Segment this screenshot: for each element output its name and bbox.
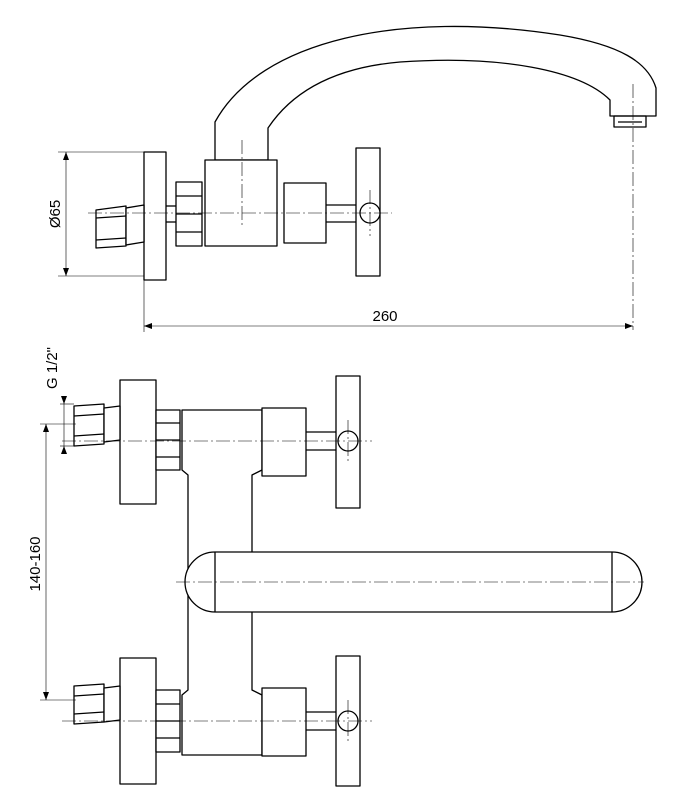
- side-view: Ø65 260: [47, 25, 657, 332]
- thread-label: G 1/2": [44, 347, 61, 389]
- length-label: 260: [372, 308, 397, 325]
- centers-label: 140-160: [27, 536, 44, 591]
- side-connector: [95, 205, 127, 249]
- side-valve-body: [204, 159, 278, 247]
- side-wall-flange: [143, 151, 167, 281]
- diameter-label: Ø65: [47, 200, 64, 228]
- side-spout-outlet: [613, 115, 647, 128]
- front-top-inlet: [62, 375, 372, 509]
- side-spout: [214, 25, 657, 161]
- front-bottom-inlet: [62, 655, 372, 787]
- front-view: G 1/2" 140-160: [27, 347, 644, 787]
